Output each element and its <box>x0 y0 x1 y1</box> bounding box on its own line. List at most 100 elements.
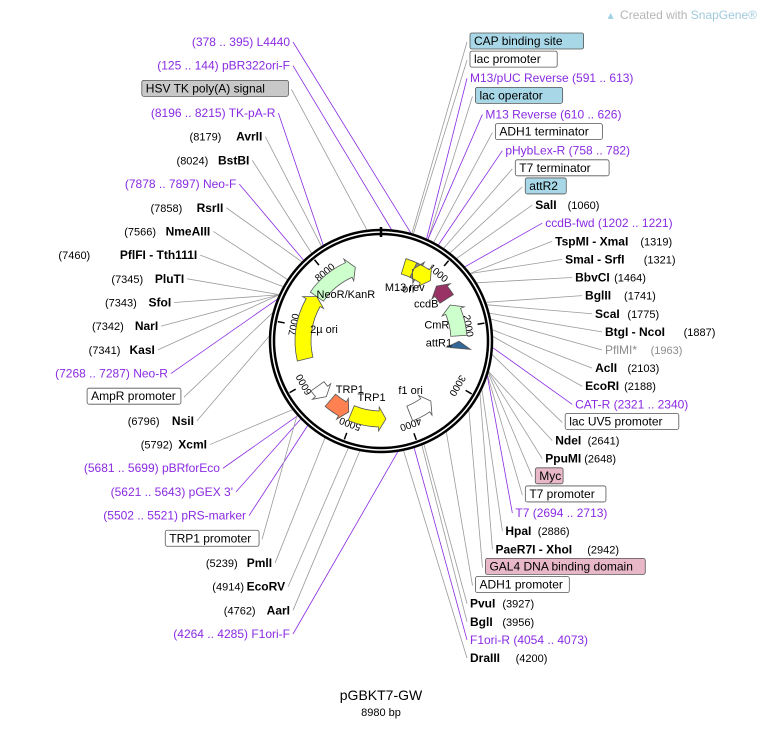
label-aari[interactable]: AarI(4762) <box>224 603 290 617</box>
label-rsrii[interactable]: RsrII(7858) <box>150 201 223 215</box>
leader-line <box>421 445 468 622</box>
label-number: (3956) <box>502 617 534 629</box>
label-neo-f[interactable]: (7878 .. 7897) Neo-F <box>125 177 236 191</box>
label-scai[interactable]: ScaI(1775) <box>595 307 659 321</box>
label-pvui[interactable]: PvuI(3927) <box>470 597 534 611</box>
label-t7[interactable]: T7 (2694 .. 2713) <box>515 506 607 520</box>
label-number: (1887) <box>684 327 716 339</box>
label-text: AmpR promoter <box>91 389 176 403</box>
label-lac-operator[interactable]: lac operator <box>475 86 564 104</box>
label-m13-reverse[interactable]: M13 Reverse (610 .. 626) <box>485 107 621 121</box>
feature-f1-ori[interactable] <box>406 394 433 422</box>
feature-trp1-cds[interactable] <box>324 393 350 421</box>
label-pgex-3[interactable]: (5621 .. 5643) pGEX 3' <box>111 485 233 499</box>
label-xcmi[interactable]: XcmI(5792) <box>141 438 207 452</box>
label-avrii[interactable]: AvrII(8179) <box>190 130 263 144</box>
label-box <box>534 467 564 485</box>
label-ecorv[interactable]: EcoRV(4914) <box>212 580 285 594</box>
label-number: (7566) <box>124 226 156 238</box>
feature-cmr[interactable] <box>440 304 468 337</box>
label-text: ADH1 promoter <box>480 578 563 592</box>
label-prs-marker[interactable]: (5502 .. 5521) pRS-marker <box>103 509 246 523</box>
label-pflfi-tth111i[interactable]: PflFI - Tth111I(7460) <box>58 248 197 262</box>
label-bgli[interactable]: BglI(3956) <box>470 615 534 629</box>
label-text: T7 (2694 .. 2713) <box>515 506 607 520</box>
label-l4440[interactable]: (378 .. 395) L4440 <box>192 35 290 49</box>
label-cat-r[interactable]: CAT-R (2321 .. 2340) <box>575 397 688 411</box>
label-number: (7342) <box>92 321 124 333</box>
label-trp1-promoter[interactable]: TRP1 promoter <box>164 529 260 547</box>
label-ndei[interactable]: NdeI(2641) <box>555 434 619 448</box>
label-hsv-tk-poly-a-signal[interactable]: HSV TK poly(A) signal <box>141 79 289 97</box>
label-nmeaiii[interactable]: NmeAIII(7566) <box>124 224 210 238</box>
label-neo-r[interactable]: (7268 .. 7287) Neo-R <box>55 367 168 381</box>
label-nari[interactable]: NarI(7342) <box>92 319 158 333</box>
label-text: T7 promoter <box>529 487 594 501</box>
feature-m13-rev[interactable] <box>409 261 426 285</box>
label-bbvci[interactable]: BbvCI(1464) <box>575 271 646 285</box>
label-acli[interactable]: AclI(2103) <box>595 361 659 375</box>
label-bstbi[interactable]: BstBI(8024) <box>177 153 250 167</box>
leader-line <box>261 415 298 540</box>
label-t7-promoter[interactable]: T7 promoter <box>524 485 607 503</box>
feature-neor-kanr[interactable] <box>309 257 356 302</box>
label-adh1-promoter[interactable]: ADH1 promoter <box>475 576 570 593</box>
label-number: (1775) <box>627 309 659 321</box>
label-t7-terminator[interactable]: T7 terminator <box>514 159 610 177</box>
label-text: pHybLex-R (758 .. 782) <box>505 144 630 158</box>
label-bglii[interactable]: BglII(1741) <box>585 289 656 303</box>
label-phyblex-r[interactable]: pHybLex-R (758 .. 782) <box>505 144 630 158</box>
leader-line <box>251 160 312 254</box>
label-paer7i-xhoi[interactable]: PaeR7I - XhoI(2942) <box>495 542 619 556</box>
label-ccdb-fwd[interactable]: ccdB-fwd (1202 .. 1221) <box>545 216 672 230</box>
label-gal4-dna-binding-domain[interactable]: GAL4 DNA binding domain <box>485 558 646 575</box>
label-ppumi[interactable]: PpuMI(2648) <box>545 452 616 466</box>
label-pflmi[interactable]: PflMI*(1963) <box>605 343 682 357</box>
label-pluti[interactable]: PluTI(7345) <box>111 272 184 286</box>
label-cap-binding-site[interactable]: CAP binding site <box>469 32 584 50</box>
label-pmli[interactable]: PmlI(5239) <box>206 556 272 570</box>
leader-line <box>277 112 324 246</box>
label-hpai[interactable]: HpaI(2886) <box>505 524 569 538</box>
label-text: AvrII <box>236 130 262 144</box>
label-box <box>494 123 603 140</box>
label-kasi[interactable]: KasI(7341) <box>89 343 155 357</box>
label-text: M13/pUC Reverse (591 .. 613) <box>470 71 633 85</box>
label-m13-puc-reverse[interactable]: M13/pUC Reverse (591 .. 613) <box>470 71 633 85</box>
label-text: (125 .. 144) pBR322ori-F <box>157 59 290 73</box>
leader-line <box>492 329 593 369</box>
feature-ccdb[interactable] <box>431 283 454 304</box>
label-pbr322ori-f[interactable]: (125 .. 144) pBR322ori-F <box>157 59 290 73</box>
leader-line <box>470 240 553 274</box>
label-btgi-ncoi[interactable]: BtgI - NcoI(1887) <box>605 325 715 339</box>
label-number: (2103) <box>627 363 659 375</box>
label-ampr-promoter[interactable]: AmpR promoter <box>86 387 182 405</box>
label-lac-uv5-promoter[interactable]: lac UV5 promoter <box>564 413 680 430</box>
label-tspmi-xmai[interactable]: TspMI - XmaI(1319) <box>555 234 672 248</box>
label-myc[interactable]: Myc <box>534 467 564 485</box>
feature-attr1[interactable] <box>445 340 473 350</box>
label-adh1-terminator[interactable]: ADH1 terminator <box>494 123 603 140</box>
label-draiii[interactable]: DraIII(4200) <box>470 651 547 665</box>
feature-trp1[interactable] <box>347 405 387 433</box>
leader-line <box>438 150 503 246</box>
label-sali[interactable]: SalI(1060) <box>535 198 599 212</box>
label-pbrforeco[interactable]: (5681 .. 5699) pBRforEco <box>84 461 220 475</box>
label-f1ori-f[interactable]: (4264 .. 4285) F1ori-F <box>173 627 290 641</box>
feature-trp1-promoter[interactable] <box>310 381 332 400</box>
label-attr2[interactable]: attR2 <box>524 177 567 195</box>
label-number: (5239) <box>206 558 238 570</box>
label-ecori[interactable]: EcoRI(2188) <box>585 379 656 393</box>
label-sfoi[interactable]: SfoI(7343) <box>105 295 171 309</box>
label-f1ori-r[interactable]: F1ori-R (4054 .. 4073) <box>470 633 588 647</box>
label-smai-srfi[interactable]: SmaI - SrfI(1321) <box>565 252 675 266</box>
label-nsii[interactable]: NsiI(6796) <box>128 414 194 428</box>
leader-line <box>427 114 483 240</box>
label-lac-promoter[interactable]: lac promoter <box>469 50 558 68</box>
feature-label-2-ori: 2µ ori <box>310 324 338 336</box>
leader-line <box>248 425 308 516</box>
label-tk-pa-r[interactable]: (8196 .. 8215) TK-pA-R <box>151 106 276 120</box>
label-text: BbvCI <box>575 271 610 285</box>
